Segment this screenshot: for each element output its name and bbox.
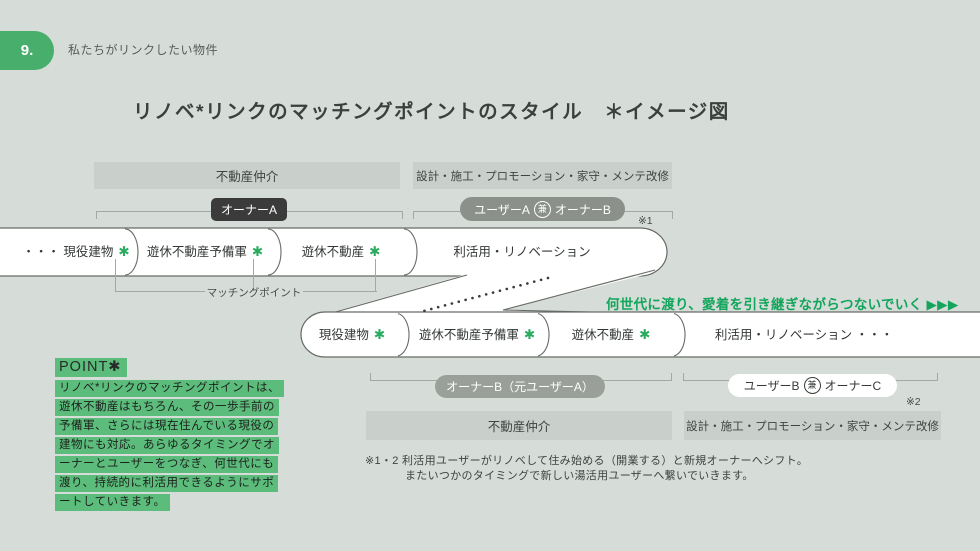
point-text-line: 遊休不動産はもちろん、その一歩手前の bbox=[55, 399, 279, 416]
asterisk-icon: ✱ bbox=[373, 327, 386, 342]
kane-circle-icon: 兼 bbox=[533, 200, 551, 218]
slide-section-label: 私たちがリンクしたい物件 bbox=[68, 43, 219, 57]
user-a-owner-b-pill: ユーザーA 兼 オーナーB bbox=[460, 197, 625, 221]
row1-link-junction-arc bbox=[403, 228, 418, 276]
asterisk-icon: ✱ bbox=[523, 327, 536, 342]
row2-link-label: 現役建物 ✱ bbox=[319, 323, 385, 347]
matching-point-connector bbox=[253, 259, 254, 291]
row2-link-label: 遊休不動産 ✱ bbox=[572, 323, 651, 347]
bracket-tick bbox=[683, 373, 684, 381]
row1-link-junction-arc bbox=[267, 228, 282, 276]
generations-flow-text: 何世代に渡り、愛着を引き継ぎながらつないでいく ▶▶▶ bbox=[606, 297, 959, 312]
top-realtor-box: 不動産仲介 bbox=[94, 162, 400, 189]
flow-swoosh-edge bbox=[306, 274, 468, 321]
matching-point-connector bbox=[375, 259, 376, 291]
user-b-owner-c-pill: ユーザーB 兼 オーナーC bbox=[728, 374, 897, 397]
matching-point-connector bbox=[115, 259, 116, 291]
link-text: 遊休不動産 bbox=[571, 328, 635, 342]
point-text-line: 予備軍、さらには現在住んでいる現役の bbox=[55, 418, 279, 435]
page-title: リノベ*リンクのマッチングポイントのスタイル ＊イメージ図 bbox=[133, 101, 730, 123]
row1-link-label: 利活用・リノベーション bbox=[453, 240, 590, 264]
row2-link-label: 利活用・リノベーション ・・・ bbox=[715, 323, 893, 347]
point-body: リノベ*リンクのマッチングポイントは、 遊休不動産はもちろん、その一歩手前の 予… bbox=[55, 380, 295, 513]
bracket-tick bbox=[671, 373, 672, 381]
row1-link-label: 遊休不動産 ✱ bbox=[302, 240, 381, 264]
row2-link-label: 遊休不動産予備軍 ✱ bbox=[419, 323, 535, 347]
matching-point-label: マッチングポイント bbox=[206, 287, 302, 299]
link-text: 遊休不動産 bbox=[301, 245, 365, 259]
row1-link-label: 遊休不動産予備軍 ✱ bbox=[147, 240, 263, 264]
footnote-line-1: ※1・2 利活用ユーザーがリノベして住み始める（開業する）と新規オーナーへシフト… bbox=[365, 455, 809, 467]
kane-circle-icon: 兼 bbox=[803, 377, 821, 394]
asterisk-icon: ✱ bbox=[251, 244, 264, 259]
link-text: ・・・ 現役建物 bbox=[22, 245, 114, 259]
bracket-tick bbox=[402, 211, 403, 219]
row2-link-junction-arc bbox=[673, 312, 686, 357]
bottom-services-box: 設計・施工・プロモーション・家守・メンテ改修 bbox=[684, 411, 941, 440]
footnote-line-2: またいつかのタイミングで新しい湯活用ユーザーへ繋いでいきます。 bbox=[405, 470, 754, 482]
link-text: 現役建物 bbox=[318, 328, 369, 342]
owner-b-label: オーナーB bbox=[554, 202, 611, 217]
matching-point-line bbox=[303, 291, 377, 292]
asterisk-icon: ✱ bbox=[639, 327, 651, 342]
top-services-box: 設計・施工・プロモーション・家守・メンテ改修 bbox=[413, 162, 672, 189]
point-text-line: 渡り、持続的に利活用できるようにサポ bbox=[55, 475, 279, 492]
point-text-line: 建物にも対応。あらゆるタイミングでオ bbox=[55, 437, 279, 454]
slide-number-badge: 9. bbox=[0, 31, 54, 70]
owner-c-label: オーナーC bbox=[824, 379, 882, 393]
user-a-label: ユーザーA bbox=[474, 202, 530, 217]
asterisk-icon: ✱ bbox=[118, 244, 130, 259]
row2-link-junction-arc bbox=[537, 312, 550, 357]
row1-link-label: ・・・ 現役建物 ✱ bbox=[22, 240, 129, 264]
bracket-tick bbox=[413, 211, 414, 219]
row2-link-junction-arc bbox=[397, 312, 410, 357]
matching-point-line bbox=[115, 291, 205, 292]
bracket-tick bbox=[96, 211, 97, 219]
owner-b-pill: オーナーB（元ユーザーA） bbox=[435, 375, 605, 398]
point-text-line: ーナーとユーザーをつなぎ、何世代にも bbox=[55, 456, 279, 473]
bracket-tick bbox=[370, 373, 371, 381]
owner-a-pill: オーナーA bbox=[211, 198, 287, 221]
link-text: 遊休不動産予備軍 bbox=[418, 328, 519, 342]
user-b-label: ユーザーB bbox=[743, 379, 800, 393]
link-text: 利活用・リノベーション bbox=[453, 245, 591, 259]
footnote-ref-1: ※1 bbox=[638, 215, 653, 227]
link-text: 利活用・リノベーション ・・・ bbox=[714, 328, 894, 342]
bracket-tick bbox=[672, 211, 673, 219]
point-heading: POINT✱ bbox=[55, 358, 128, 377]
link-text: 遊休不動産予備軍 bbox=[146, 245, 247, 259]
point-text-line: リノベ*リンクのマッチングポイントは、 bbox=[55, 380, 284, 397]
bracket-tick bbox=[937, 373, 938, 381]
point-text-line: ートしていきます。 bbox=[55, 494, 170, 511]
dotted-flow-line bbox=[418, 276, 550, 314]
asterisk-icon: ✱ bbox=[369, 244, 381, 259]
footnote-ref-2: ※2 bbox=[906, 396, 921, 408]
bottom-realtor-box: 不動産仲介 bbox=[366, 411, 672, 440]
